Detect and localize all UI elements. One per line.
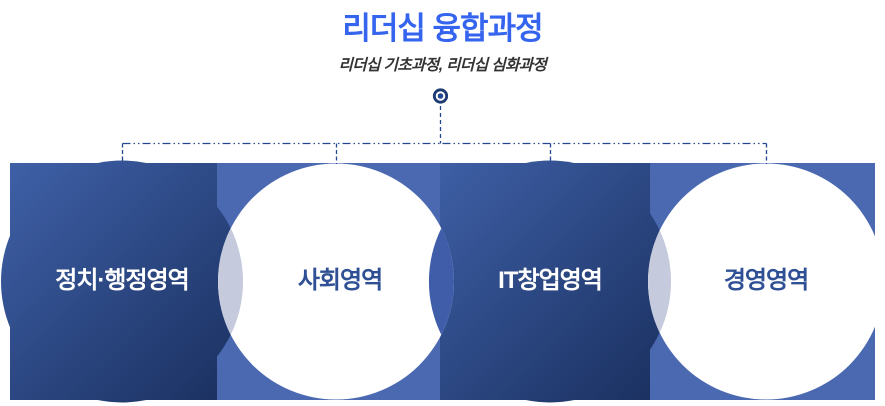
page-subtitle: 리더십 기초과정, 리더십 심화과정 — [338, 57, 547, 74]
node-shape-it-startup — [429, 160, 671, 403]
node-label-politics-admin: 정치·행정영역 — [55, 267, 189, 294]
bullseye-dot-icon — [432, 88, 449, 104]
connector-lines — [121, 106, 768, 164]
overlap-lens-3 — [648, 230, 672, 333]
node-label-society: 사회영역 — [297, 267, 383, 294]
page-title: 리더십 융합과정 — [342, 11, 543, 46]
node-shape-politics-admin — [1, 160, 243, 403]
node-label-it-startup: IT창업영역 — [498, 267, 603, 294]
overlap-lens-2 — [428, 228, 455, 335]
node-shape-society — [218, 163, 454, 400]
node-label-management: 경영영역 — [723, 267, 809, 294]
node-shape-management — [648, 163, 884, 400]
overlap-lens-1 — [218, 228, 244, 335]
